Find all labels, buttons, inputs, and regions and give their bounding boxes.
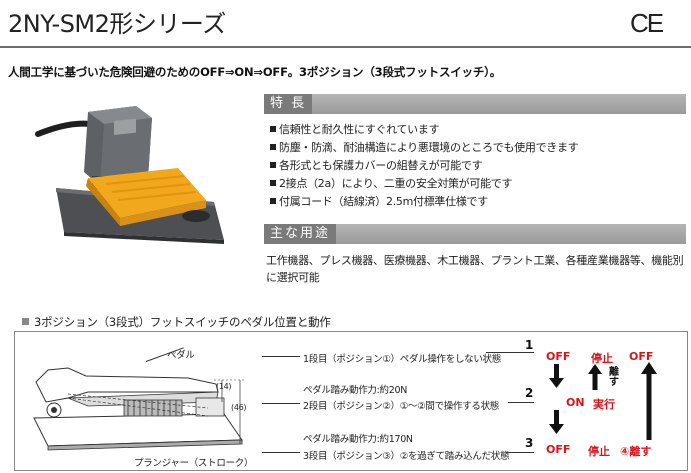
list-item: 各形式とも保護カバーの組替えが可能です (270, 157, 578, 175)
state-release-bottom: ④離す (620, 445, 652, 458)
step-3-leader-right (506, 452, 534, 453)
features-header: 特 長 (264, 94, 686, 114)
title-divider (0, 46, 691, 48)
pedal-cross-section-drawing (33, 367, 246, 451)
step-1-leader-right (486, 352, 534, 353)
bullet-square-icon (270, 144, 276, 150)
features-list: 信頼性と耐久性にすぐれています 防塵・防滴、耐油構造により悪環境のところでも使用… (270, 121, 579, 211)
arrow-down-icon (549, 410, 564, 434)
arrow-down-icon (549, 364, 564, 388)
state-arrows (549, 362, 657, 440)
step-2-description: 2段目（ポジション②）①〜②間で操作する状態 (303, 401, 499, 412)
step-3-force: ペダル踏み動作力:約170N (303, 434, 413, 445)
step-1-description: 1段目（ポジション①）ペダル操作をしない状態 (303, 354, 501, 365)
list-item: 2接点（2a）により、二重の安全対策が可能です (270, 175, 578, 193)
uses-header: 主な用途 (264, 224, 686, 244)
bullet-square-icon (270, 198, 276, 204)
uses-text: 工作機器、プレス機器、医療機器、木工機器、プラント工業、各種産業機器等、機能別に… (266, 254, 684, 284)
step-3-description: 3段目（ポジション③）②を過ぎて踏み込んだ状態 (303, 451, 510, 462)
state-stop-top: 停止 (591, 352, 613, 365)
plunger-label: プランジャー（ストローク） (134, 458, 254, 469)
step-1-leader (262, 356, 300, 357)
bullet-square-icon (22, 318, 29, 325)
step-2-number: 2 (525, 386, 534, 400)
features-heading: 特 長 (264, 94, 313, 114)
state-off-bottom: OFF (546, 443, 571, 456)
arrow-long-up-icon (641, 362, 657, 440)
state-stop-bottom: 停止 (588, 445, 610, 458)
uses-heading: 主な用途 (264, 224, 337, 244)
step-2-leader (262, 403, 300, 404)
diagram-frame (14, 331, 688, 471)
list-item: 防塵・防滴、耐油構造により悪環境のところでも使用できます (270, 139, 579, 157)
ce-mark-icon: CE (630, 8, 664, 38)
step-1-number: 1 (525, 338, 534, 352)
bullet-square-icon (270, 126, 276, 132)
dimension-top-label: (14) (216, 382, 232, 391)
state-run: 実行 (593, 398, 615, 411)
arrow-up-icon (588, 364, 602, 390)
foot-switch-product-image (35, 106, 224, 244)
bullet-square-icon (270, 180, 276, 186)
bullet-square-icon (270, 162, 276, 168)
state-off-right: OFF (629, 350, 654, 363)
list-item: 信頼性と耐久性にすぐれています (270, 121, 578, 139)
diagram-heading: 3ポジション（3段式）フットスイッチのペダル位置と動作 (22, 314, 331, 330)
state-release-top: 離す (609, 367, 619, 388)
state-off-left: OFF (546, 350, 571, 363)
step-3-leader (262, 452, 300, 453)
dimension-side-label: (46) (231, 403, 247, 412)
list-item: 付属コード（結線済）2.5m付標準仕様です (270, 193, 578, 211)
pedal-label: ペダル (167, 350, 195, 361)
step-2-leader-right (508, 402, 534, 403)
page-title: 2NY-SM2形シリーズ (8, 10, 226, 38)
tagline: 人間工学に基づいた危険回避のためのOFF⇒ON⇒OFF。3ポジション（3段式フッ… (8, 65, 501, 79)
step-2-force: ペダル踏み動作力:約20N (303, 385, 407, 396)
state-on: ON (566, 396, 585, 409)
step-3-number: 3 (525, 436, 534, 450)
